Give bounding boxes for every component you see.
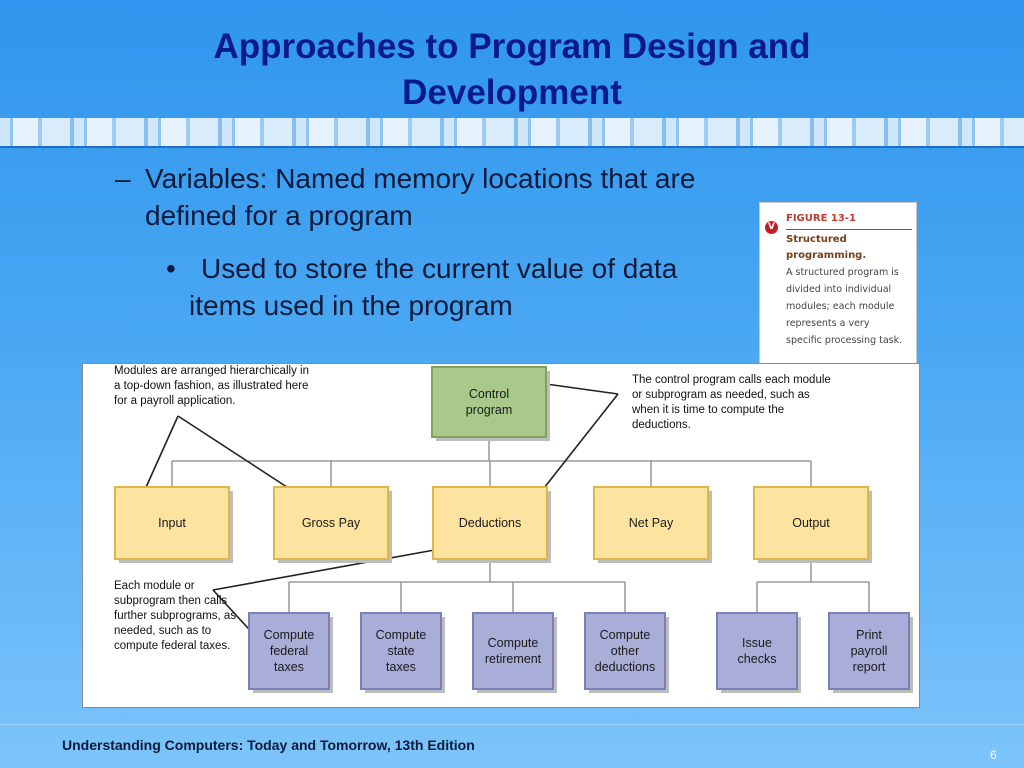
module-box-1-label: Gross Pay [302,516,361,530]
note-subprogram: Each module or subprogram then calls fur… [114,580,237,652]
subprogram-box-3 [584,612,666,690]
title-divider [0,146,1024,148]
callout-line-grosspay [177,415,294,492]
figure-caption-panel: V FIGURE 13-1 Structured programming. A … [759,202,917,364]
bullet-variables-text: Variables: Named memory locations that a… [145,163,696,231]
module-box-2 [432,486,548,560]
note-control: The control program calls each module or… [632,374,831,431]
subprogram-box-4 [716,612,798,690]
module-box-3-label: Net Pay [629,516,674,530]
subprogram-box-0-label: federal [270,644,308,658]
subprogram-box-5-label: payroll [851,644,888,658]
subprogram-box-0-label: Compute [264,628,315,642]
module-box-1 [273,486,389,560]
title-decor-stripe [0,118,1024,146]
subprogram-box-1-label: taxes [386,660,416,674]
subprogram-box-4-label: Issue [742,636,772,650]
module-box-4-label: Output [792,516,830,530]
subprogram-box-3-label: Compute [600,628,651,642]
subprogram-box-5 [828,612,910,690]
callout-line-deductions [532,393,619,503]
module-box-4 [753,486,869,560]
figure-description: A structured program is divided into ind… [786,267,903,346]
control-program-box [431,366,547,438]
bullet-dot-marker: • [166,253,176,284]
bullet-variables: – Variables: Named memory locations that… [115,160,715,234]
subprogram-box-3-label: other [611,644,640,658]
footer-text: Understanding Computers: Today and Tomor… [62,737,475,753]
subprogram-box-1-label: Compute [376,628,427,642]
subprogram-box-1-label: state [387,644,414,658]
callout-line-sub-a [212,546,452,591]
subprogram-box-2-label: Compute [488,636,539,650]
subprogram-box-5-label: report [853,660,886,674]
callout-line-input [142,415,179,495]
figure-rule [786,229,912,230]
callout-line-control [545,383,619,395]
footer-divider [0,724,1024,725]
dash-marker: – [115,163,131,194]
module-box-3 [593,486,709,560]
subprogram-box-2-label: retirement [485,652,542,666]
control-program-box-label: program [466,403,513,417]
subprogram-box-1 [360,612,442,690]
subprogram-box-5-label: Print [856,628,882,642]
module-box-2-label: Deductions [459,516,522,530]
subprogram-box-4-label: checks [738,652,777,666]
subprogram-box-0 [248,612,330,690]
subprogram-box-3-label: deductions [595,660,655,674]
bullet-usage: • Used to store the current value of dat… [166,250,726,324]
figure-number: FIGURE 13-1 [786,213,856,224]
slide-title: Approaches to Program Design and Develop… [213,27,811,112]
module-box-0-label: Input [158,516,186,530]
subprogram-box-0-label: taxes [274,660,304,674]
figure-title: Structured programming. [786,234,867,261]
control-program-box-label: Control [469,387,509,401]
note-hierarchy: Modules are arranged hierarchically in a… [114,365,309,407]
bullet-usage-text: Used to store the current value of data … [189,253,678,321]
figure-badge-icon: V [765,221,778,234]
page-number: 6 [990,748,997,762]
module-box-0 [114,486,230,560]
subprogram-box-2 [472,612,554,690]
